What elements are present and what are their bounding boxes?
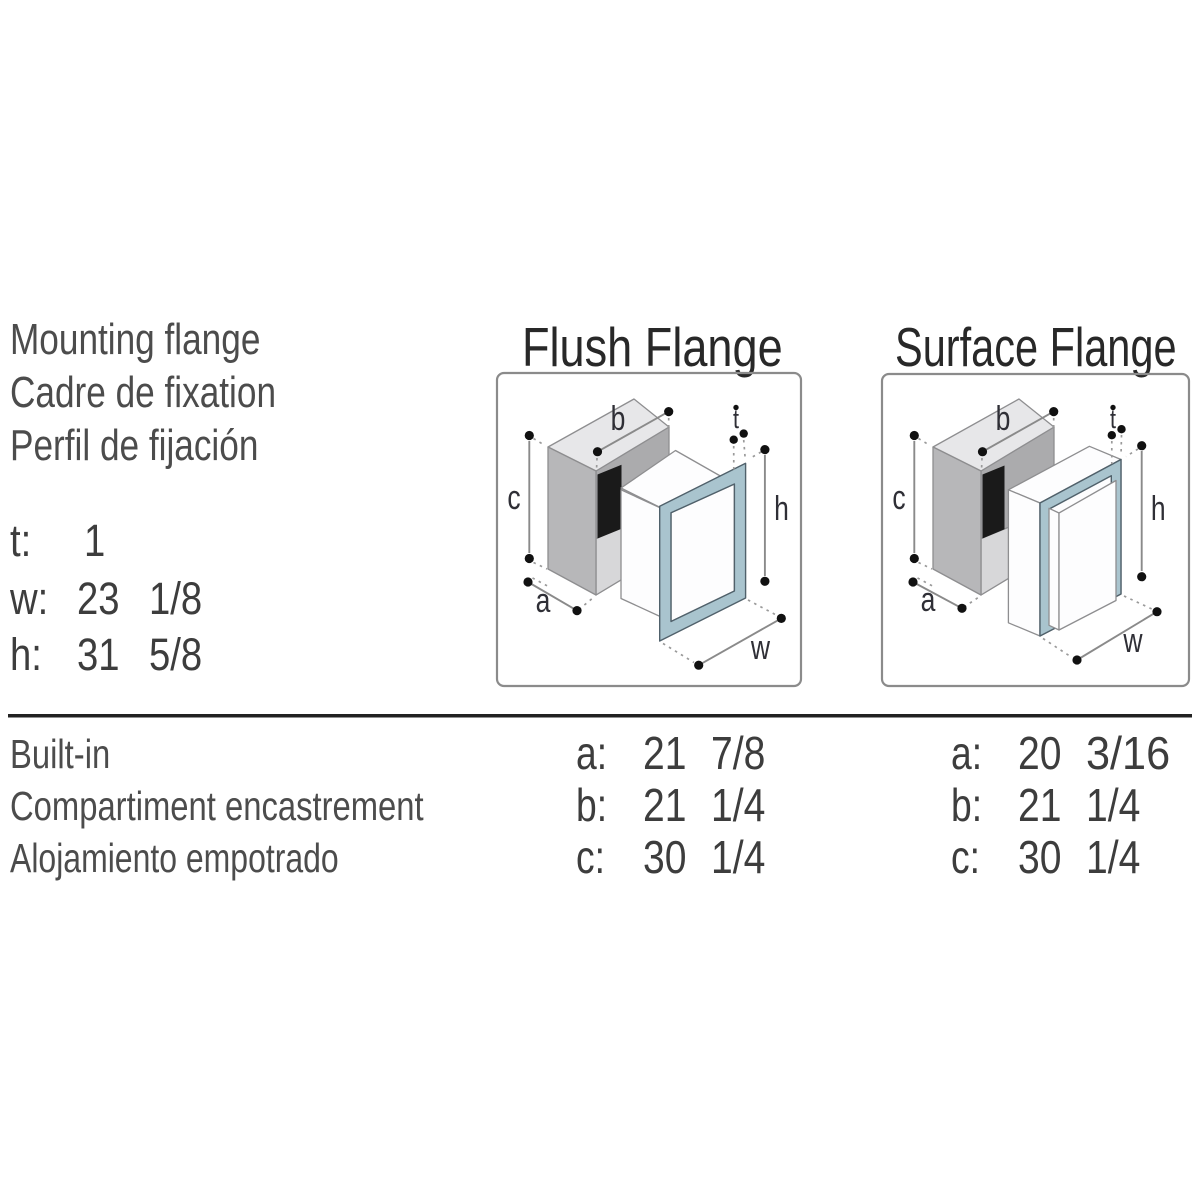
svg-text:b: b — [611, 400, 626, 438]
svg-text:c: c — [892, 479, 905, 517]
svg-text:a: a — [921, 581, 936, 619]
svg-text:b: b — [996, 400, 1011, 438]
svg-text:c:: c: — [951, 831, 980, 883]
svg-text:Mounting flange: Mounting flange — [10, 315, 260, 364]
svg-text:h:: h: — [10, 629, 42, 680]
svg-text:a:: a: — [576, 727, 607, 779]
svg-text:t: t — [733, 405, 739, 435]
svg-text:t:: t: — [10, 515, 31, 566]
svg-text:Alojamiento empotrado: Alojamiento empotrado — [10, 835, 339, 881]
svg-text:Built-in: Built-in — [10, 730, 110, 776]
svg-text:w: w — [750, 629, 771, 667]
svg-text:w: w — [1123, 622, 1144, 660]
svg-text:b:: b: — [951, 779, 982, 831]
svg-text:h: h — [774, 490, 789, 528]
svg-text:21: 21 — [643, 728, 686, 780]
svg-text:h: h — [1151, 490, 1166, 528]
svg-text:t: t — [1110, 405, 1116, 435]
svg-text:1/4: 1/4 — [1086, 832, 1140, 884]
svg-text:30: 30 — [643, 832, 686, 884]
svg-text:30: 30 — [1018, 832, 1061, 884]
svg-text:21: 21 — [1018, 780, 1061, 832]
svg-text:a: a — [536, 582, 551, 620]
svg-text:1/4: 1/4 — [711, 780, 765, 832]
svg-text:w:: w: — [9, 573, 48, 624]
svg-text:3/16: 3/16 — [1086, 729, 1170, 779]
svg-text:31: 31 — [77, 629, 120, 680]
svg-text:7/8: 7/8 — [711, 728, 765, 780]
svg-text:23: 23 — [77, 573, 120, 624]
svg-text:Compartiment encastrement: Compartiment encastrement — [10, 782, 424, 828]
svg-text:5/8: 5/8 — [149, 629, 202, 680]
svg-text:Cadre de fixation: Cadre de fixation — [10, 368, 276, 417]
svg-text:21: 21 — [643, 780, 686, 832]
svg-text:Surface Flange: Surface Flange — [895, 317, 1177, 378]
svg-text:1/4: 1/4 — [711, 832, 765, 884]
svg-text:1/8: 1/8 — [149, 573, 202, 624]
svg-text:c:: c: — [576, 831, 605, 883]
svg-text:a:: a: — [951, 727, 982, 779]
svg-text:1/4: 1/4 — [1086, 780, 1140, 832]
svg-text:Flush Flange: Flush Flange — [522, 316, 783, 378]
svg-text:b:: b: — [576, 779, 607, 831]
svg-text:c: c — [507, 479, 520, 517]
svg-text:1: 1 — [84, 515, 105, 566]
svg-text:20: 20 — [1018, 728, 1061, 780]
svg-text:Perfil de fijación: Perfil de fijación — [10, 421, 258, 470]
